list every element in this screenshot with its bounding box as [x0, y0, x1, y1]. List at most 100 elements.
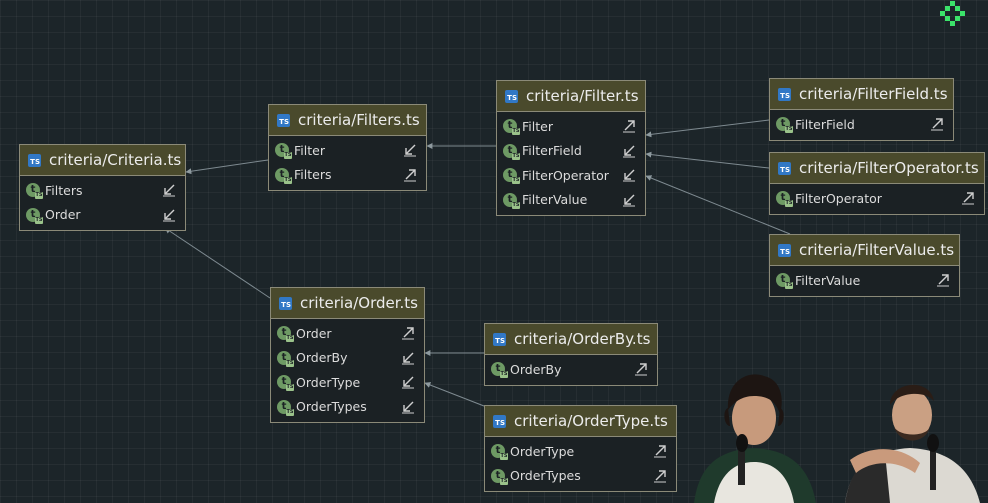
arrow-down-left-icon[interactable] [401, 400, 415, 414]
member-label: Filters [45, 182, 83, 198]
typescript-file-icon: TS [505, 89, 518, 103]
member-label: OrderBy [510, 361, 562, 377]
member-label: OrderBy [296, 350, 348, 366]
arrow-up-right-icon[interactable] [930, 117, 944, 131]
arrow-up-right-icon[interactable] [403, 168, 417, 182]
member-label: FilterOperator [522, 167, 609, 183]
node-title: criteria/Order.ts [300, 294, 418, 312]
arrow-up-right-icon[interactable] [622, 119, 636, 133]
member-label: OrderTypes [296, 399, 367, 415]
member-label: OrderTypes [510, 468, 581, 484]
typescript-file-icon: TS [28, 153, 41, 167]
node-title: criteria/FilterValue.ts [799, 241, 955, 259]
member-label: FilterField [795, 116, 855, 132]
node-header[interactable]: TS criteria/Criteria.ts [20, 145, 185, 176]
typescript-file-icon: TS [279, 296, 292, 310]
arrow-down-left-icon[interactable] [622, 144, 636, 158]
edge-order-to-criteria [164, 227, 271, 299]
member-label: OrderType [510, 443, 575, 459]
arrow-down-left-icon[interactable] [401, 375, 415, 389]
node-title: criteria/OrderType.ts [514, 412, 668, 430]
node-title: criteria/FilterField.ts [799, 85, 948, 103]
arrow-down-left-icon[interactable] [403, 143, 417, 157]
member-label: Filters [294, 167, 332, 183]
node-header[interactable]: TS criteria/OrderBy.ts [485, 324, 657, 355]
presenter-right-image [845, 384, 980, 503]
arrow-up-right-icon[interactable] [961, 191, 975, 205]
node-header[interactable]: TS criteria/FilterValue.ts [770, 235, 959, 266]
arrow-up-right-icon[interactable] [936, 273, 950, 287]
arrow-up-right-icon[interactable] [401, 326, 415, 340]
node-title: criteria/Filters.ts [298, 111, 420, 129]
arrow-down-left-icon[interactable] [622, 193, 636, 207]
arrow-up-right-icon[interactable] [634, 362, 648, 376]
node-header[interactable]: TS criteria/OrderType.ts [485, 406, 676, 437]
node-header[interactable]: TS criteria/Order.ts [271, 288, 424, 319]
typescript-file-icon: TS [778, 243, 791, 257]
arrow-up-right-icon[interactable] [653, 444, 667, 458]
arrow-down-left-icon[interactable] [162, 183, 176, 197]
member-label: FilterValue [795, 272, 861, 288]
arrow-down-left-icon[interactable] [162, 208, 176, 222]
typescript-file-icon: TS [493, 414, 506, 428]
typescript-file-icon: TS [493, 332, 506, 346]
node-title: criteria/FilterOperator.ts [799, 159, 979, 177]
arrow-up-right-icon[interactable] [653, 469, 667, 483]
node-title: criteria/Criteria.ts [49, 151, 182, 169]
node-title: criteria/OrderBy.ts [514, 330, 651, 348]
member-label: OrderType [296, 374, 361, 390]
edge-filteroperator-to-filter [645, 151, 770, 169]
arrow-down-left-icon[interactable] [401, 351, 415, 365]
edge-ordertype-to-order [424, 382, 485, 407]
member-label: Order [45, 207, 81, 223]
arrow-down-left-icon[interactable] [622, 168, 636, 182]
